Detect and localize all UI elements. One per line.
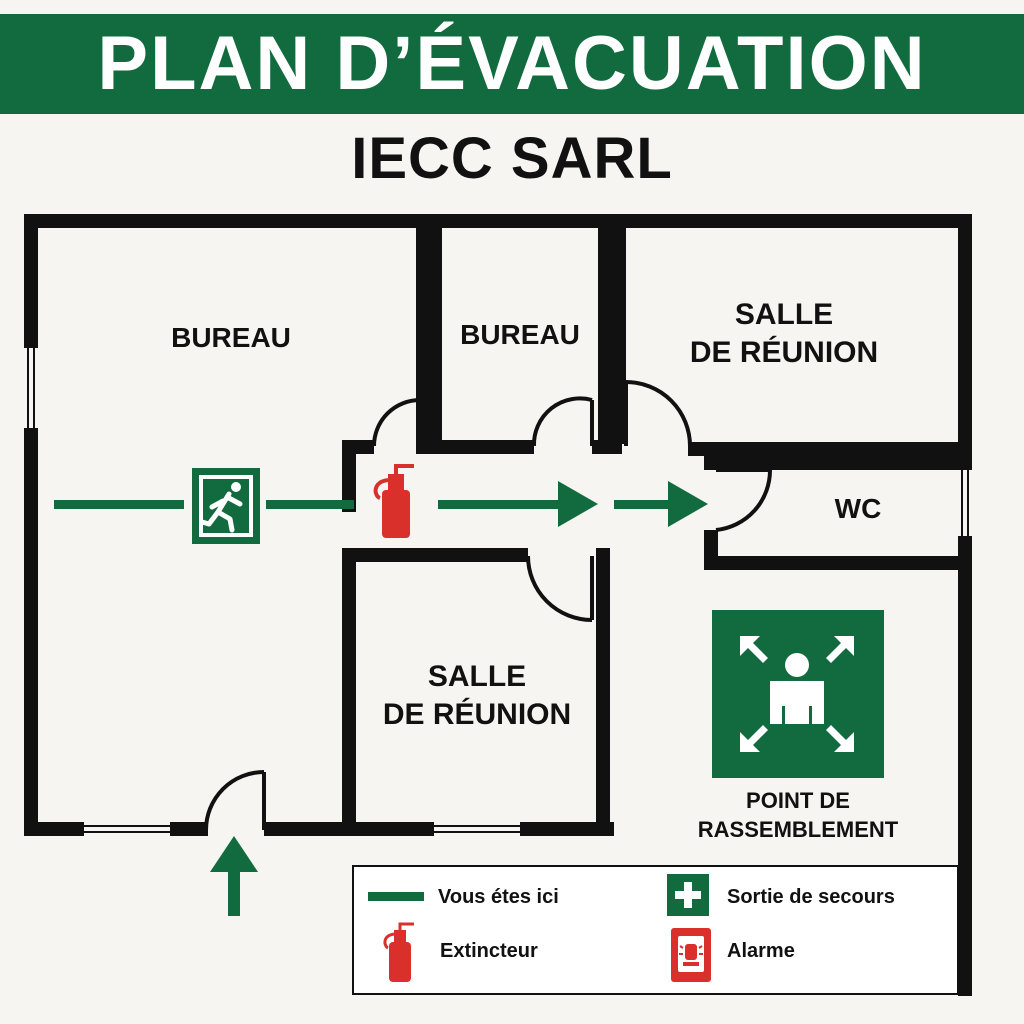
page-title: PLAN D’ÉVACUATION (97, 21, 927, 106)
route-line-left (54, 500, 184, 509)
room-label-wc: WC (835, 493, 882, 524)
company-name: IECC SARL (351, 126, 673, 191)
fire-extinguisher-icon (373, 464, 414, 538)
window-left (24, 348, 38, 428)
door-big-bureau (372, 398, 421, 447)
assembly-point-label-2: RASSEMBLEMENT (698, 817, 899, 842)
door-main-entrance (204, 770, 265, 831)
window-bottom-right (434, 822, 520, 836)
room-label-salle-top-2: DE RÉUNION (690, 335, 878, 369)
title-banner: PLAN D’ÉVACUATION (0, 14, 1024, 114)
window-right (958, 470, 972, 536)
running-man-exit-icon (192, 468, 260, 544)
legend-emergency-exit-label: Sortie de secours (727, 886, 895, 908)
assembly-point-icon (712, 610, 884, 778)
assembly-point-label-1: POINT DE (746, 788, 850, 813)
alarm-icon (671, 928, 711, 982)
route-arrow-2 (614, 481, 708, 527)
door-salle-top (625, 380, 692, 447)
legend-you-are-here-label: Vous étes ici (438, 886, 559, 908)
legend-alarm-label: Alarme (727, 940, 795, 962)
green-cross-icon (667, 874, 709, 916)
room-label-bureau-small: BUREAU (460, 319, 580, 350)
room-label-bureau-large: BUREAU (171, 322, 291, 353)
window-bottom-left (84, 822, 170, 836)
doors (204, 380, 773, 831)
legend-fire-extinguisher-icon (383, 922, 414, 982)
room-label-salle-bottom-1: SALLE (428, 660, 526, 693)
legend-you-are-here-line (368, 892, 424, 901)
door-small-bureau (531, 396, 593, 447)
legend: Vous étes ici Sortie de secours Extincte… (352, 865, 959, 995)
windows (24, 348, 972, 836)
route-arrow-1 (438, 481, 598, 527)
evacuation-route (54, 481, 708, 916)
door-wc (715, 468, 773, 532)
route-arrow-up (210, 836, 258, 916)
legend-extinguisher-label: Extincteur (440, 940, 538, 962)
route-line-mid (266, 500, 354, 509)
room-label-salle-bottom-2: DE RÉUNION (383, 697, 571, 731)
door-salle-bottom (526, 555, 593, 622)
room-label-salle-top-1: SALLE (735, 298, 833, 331)
